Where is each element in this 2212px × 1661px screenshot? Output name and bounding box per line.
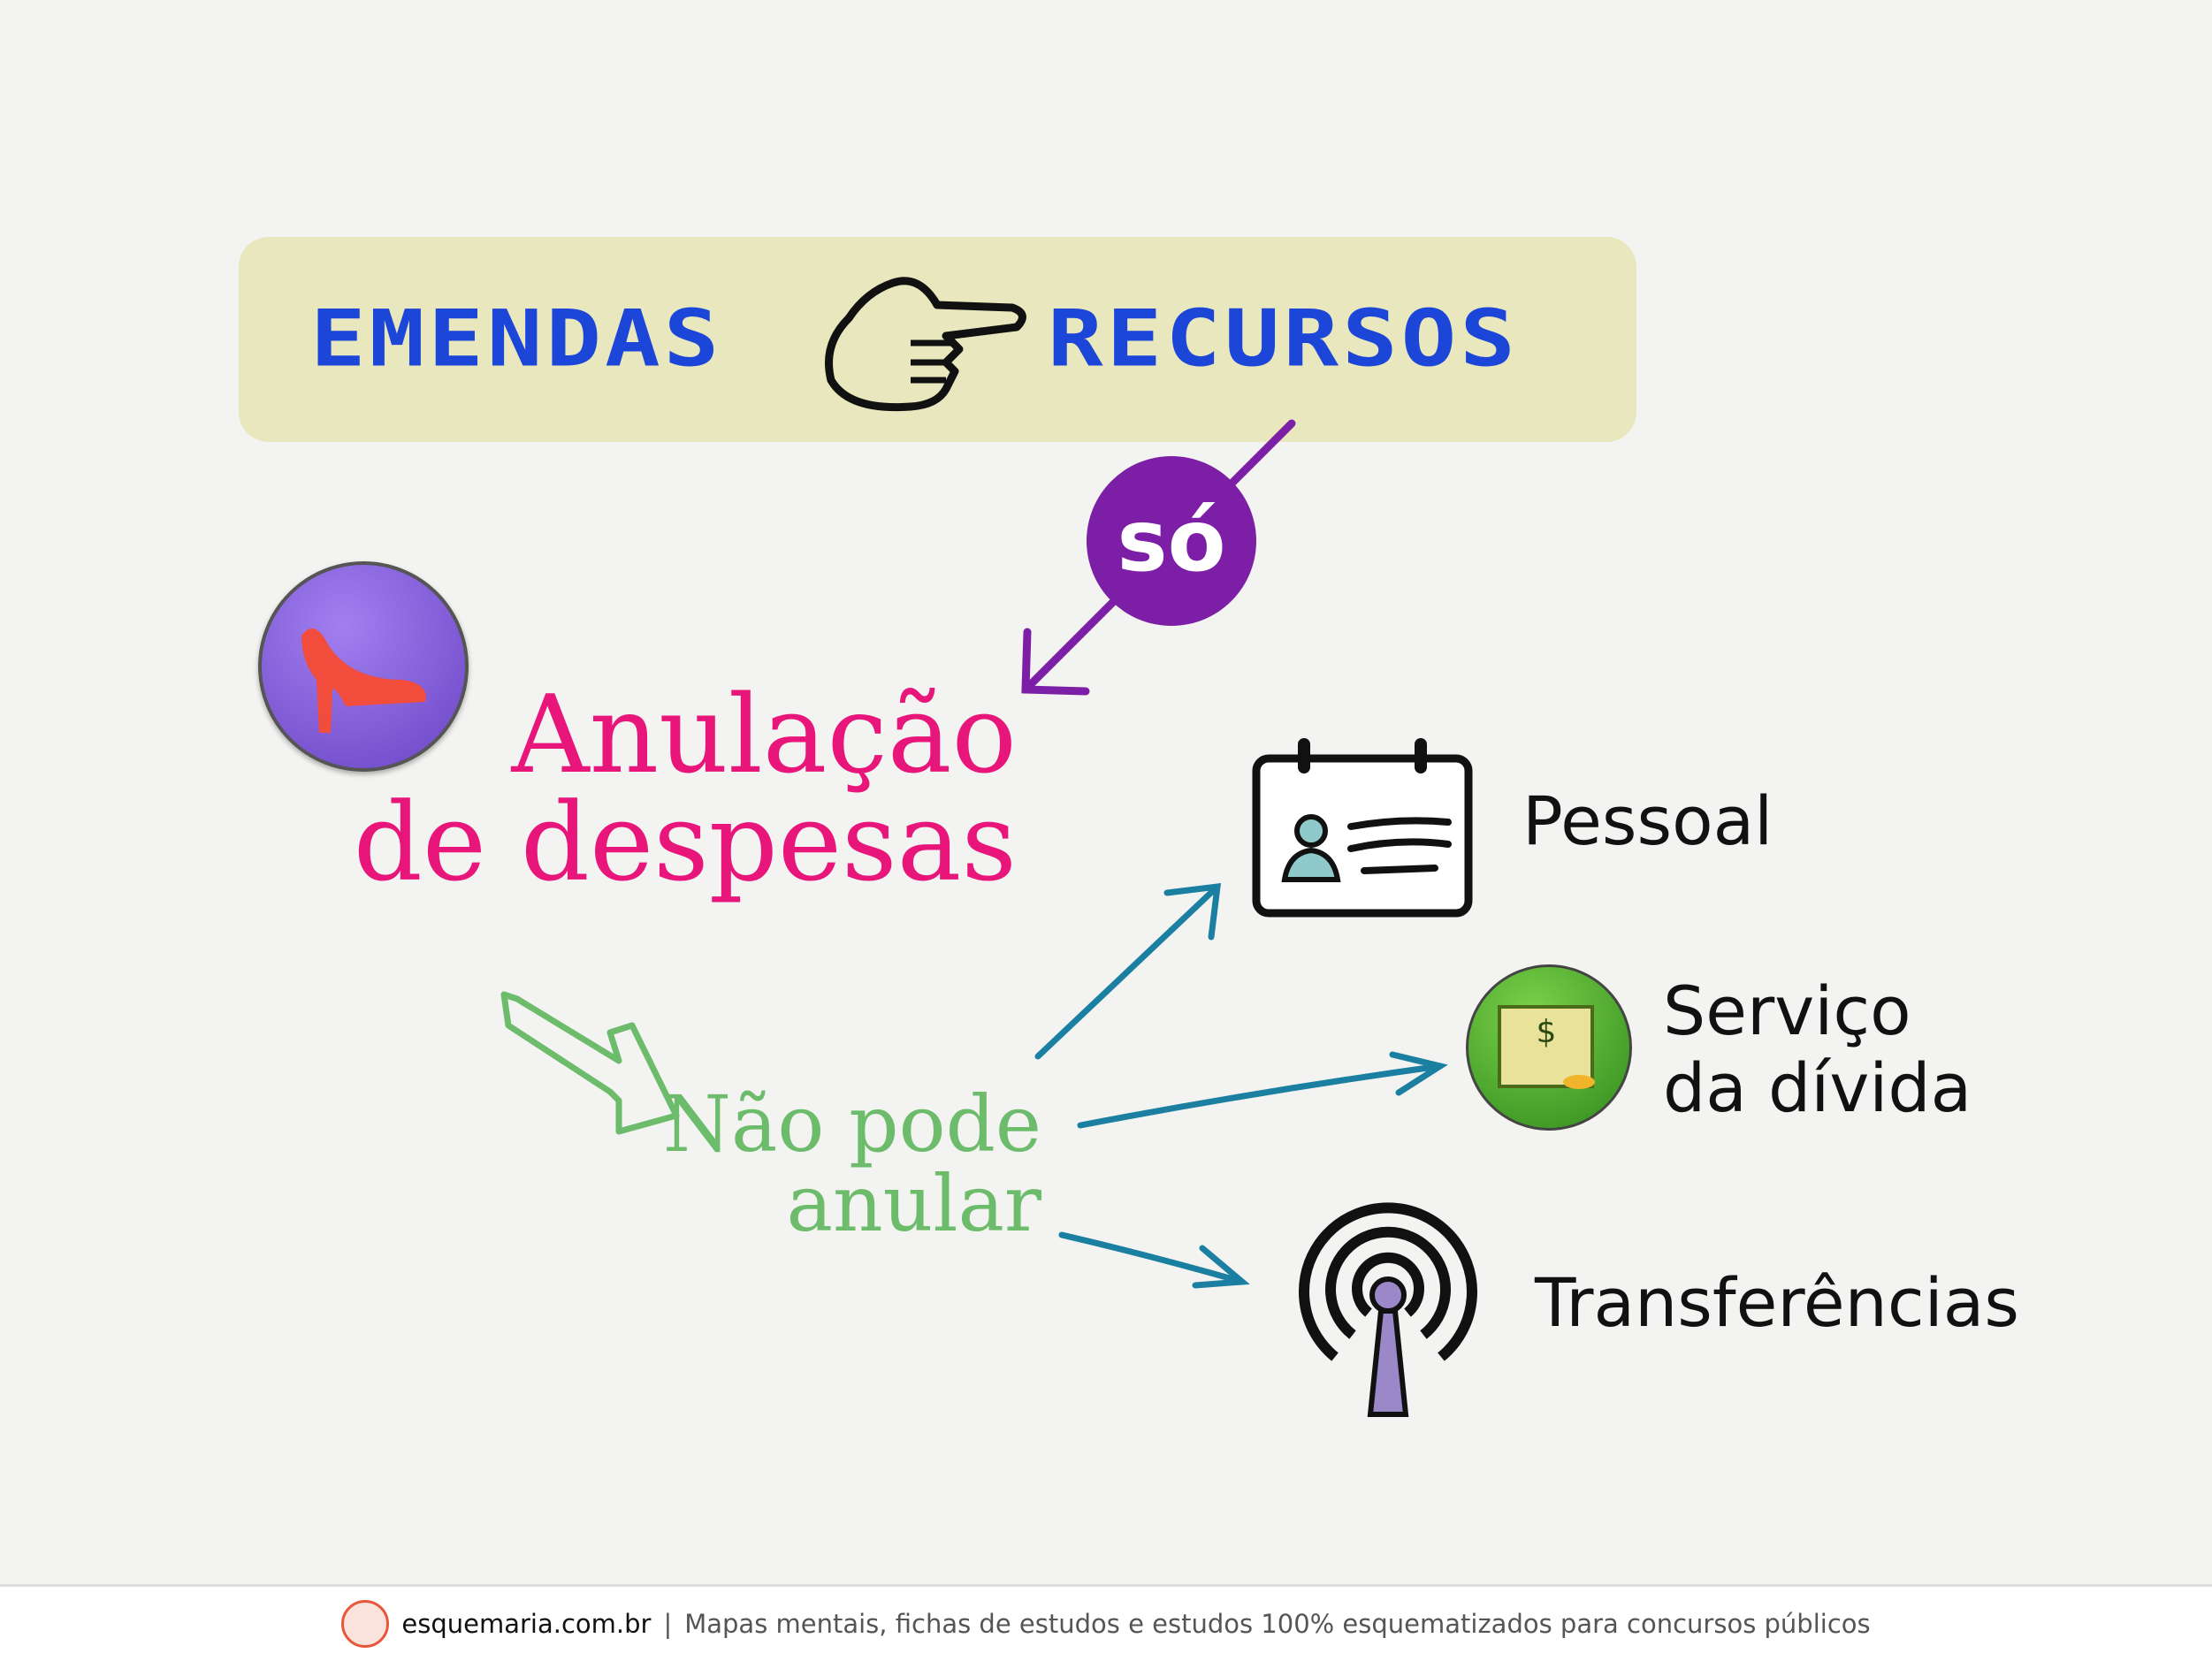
money-icon: $ — [1466, 964, 1632, 1131]
anulacao-title-line2: de despesas — [353, 780, 1017, 905]
title-recursos: RECURSOS — [1048, 293, 1519, 385]
nao-pode-line2: anular — [786, 1158, 1042, 1249]
teal-arrows — [1034, 882, 1448, 1289]
footer-tagline: Mapas mentais, fichas de estudos e estud… — [684, 1609, 1871, 1639]
title-emendas: EMENDAS — [310, 293, 723, 385]
high-heel-shoe-icon — [258, 561, 469, 772]
nao-pode-line1: Não pode — [662, 1078, 1041, 1170]
pessoal-label: Pessoal — [1522, 781, 1773, 860]
transferencias-label: Transferências — [1535, 1263, 2019, 1342]
antenna-icon — [1299, 1202, 1477, 1417]
id-card-icon — [1252, 738, 1473, 918]
footer-separator: | — [663, 1609, 673, 1639]
green-hollow-arrow — [500, 991, 680, 1135]
footer: esquemaria.com.br | Mapas mentais, ficha… — [0, 1584, 2212, 1661]
title-banner — [239, 237, 1636, 442]
pointing-hand-icon — [825, 277, 1026, 412]
anulacao-title-line1: Anulação — [511, 672, 1017, 797]
servico-line2: da dívida — [1663, 1048, 1972, 1128]
so-badge: só — [1087, 456, 1256, 626]
servico-line1: Serviço — [1663, 971, 1911, 1050]
svg-text:$: $ — [1537, 1014, 1557, 1050]
footer-brand-link[interactable]: esquemaria.com.br — [401, 1609, 652, 1639]
esquemaria-logo-icon — [341, 1600, 390, 1648]
